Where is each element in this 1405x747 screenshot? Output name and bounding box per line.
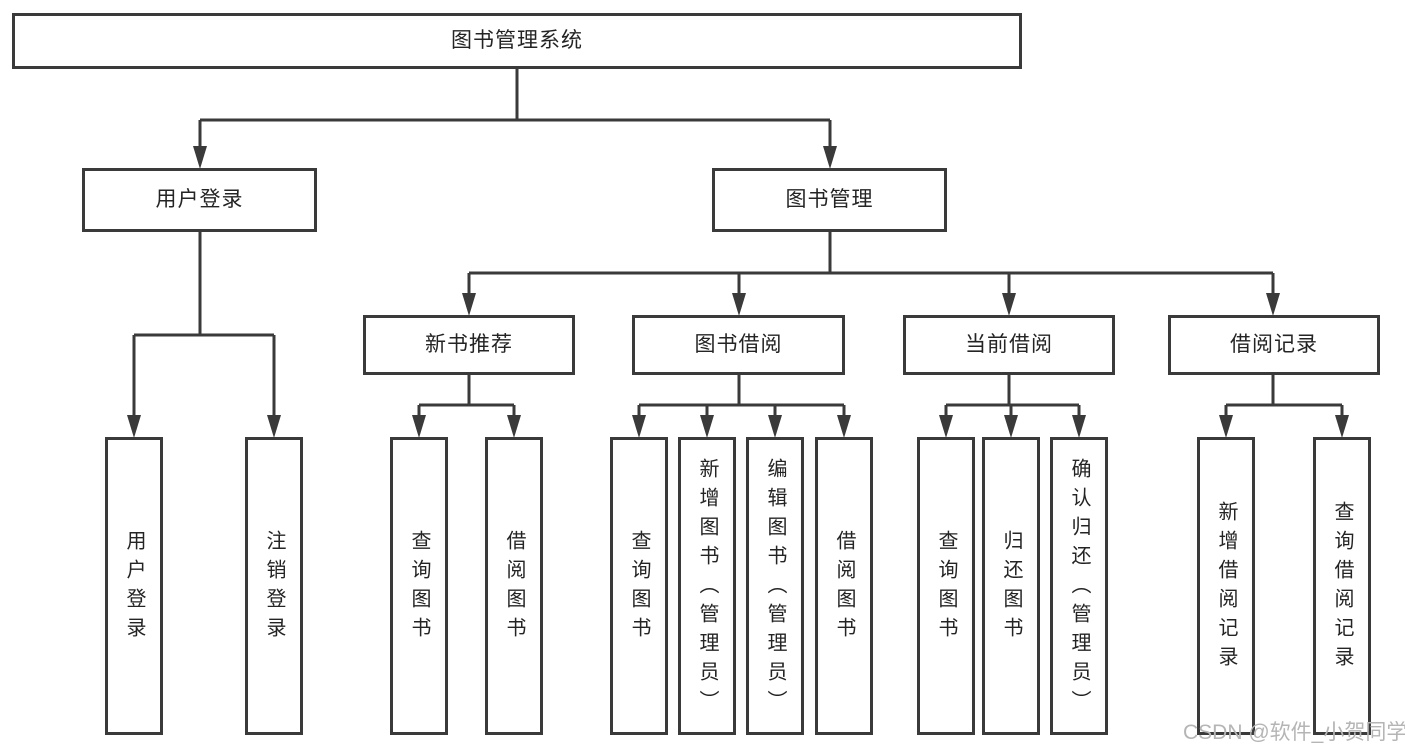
leaf-search-books-borrowing: 查询图书 bbox=[610, 437, 668, 735]
leaf-logout: 注销登录 bbox=[245, 437, 303, 735]
node-book-management: 图书管理 bbox=[712, 168, 947, 232]
leaf-search-books-recommend: 查询图书 bbox=[390, 437, 448, 735]
leaf-borrow-books-recommend: 借阅图书 bbox=[485, 437, 543, 735]
arrowheads bbox=[127, 146, 1349, 438]
leaf-add-borrow-record: 新增借阅记录 bbox=[1197, 437, 1255, 735]
node-user-login: 用户登录 bbox=[82, 168, 317, 232]
leaf-add-books-admin: 新增图书（管理员） bbox=[678, 437, 736, 735]
node-new-book-recommendation: 新书推荐 bbox=[363, 315, 575, 375]
leaf-confirm-return-admin: 确认归还（管理员） bbox=[1050, 437, 1108, 735]
leaf-user-login: 用户登录 bbox=[105, 437, 163, 735]
leaf-edit-books-admin: 编辑图书（管理员） bbox=[746, 437, 804, 735]
node-book-borrowing: 图书借阅 bbox=[632, 315, 845, 375]
leaf-borrow-books: 借阅图书 bbox=[815, 437, 873, 735]
node-borrowing-records: 借阅记录 bbox=[1168, 315, 1380, 375]
node-current-borrowing: 当前借阅 bbox=[903, 315, 1115, 375]
leaf-return-books: 归还图书 bbox=[982, 437, 1040, 735]
leaf-search-borrow-record: 查询借阅记录 bbox=[1313, 437, 1371, 735]
node-library-management-system: 图书管理系统 bbox=[12, 13, 1022, 69]
leaf-search-books-current: 查询图书 bbox=[917, 437, 975, 735]
watermark: CSDN @软件_小贺同学 bbox=[1183, 721, 1405, 744]
